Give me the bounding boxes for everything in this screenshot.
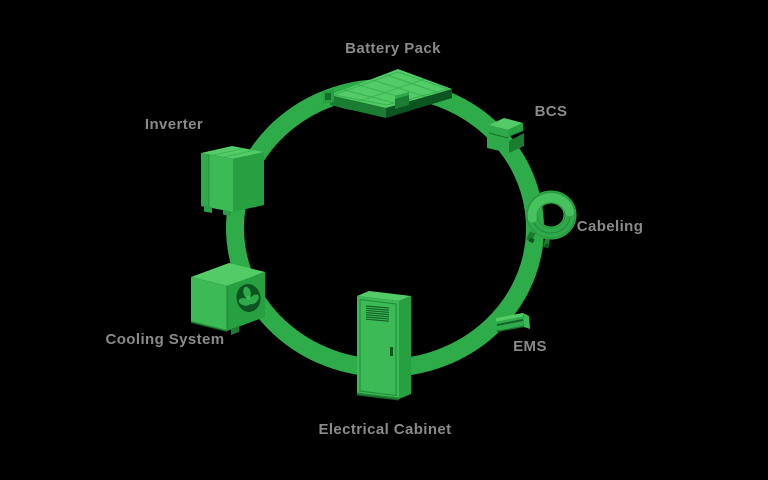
electrical-cabinet-icon — [356, 291, 411, 401]
label-cabeling: Cabeling — [576, 218, 644, 235]
battery-pack-icon — [323, 69, 452, 118]
cooling-system-icon — [190, 263, 265, 335]
fan-icon — [236, 284, 261, 312]
label-cooling-system: Cooling System — [105, 331, 225, 348]
inverter-icon — [201, 146, 264, 216]
bcs-icon — [487, 118, 524, 153]
label-ems: EMS — [513, 338, 547, 355]
label-inverter: Inverter — [144, 116, 204, 133]
cabeling-icon — [525, 190, 577, 249]
label-electrical-cabinet: Electrical Cabinet — [318, 421, 452, 438]
label-bcs: BCS — [534, 103, 568, 120]
ems-icon — [496, 313, 530, 333]
label-battery-pack: Battery Pack — [345, 40, 441, 57]
